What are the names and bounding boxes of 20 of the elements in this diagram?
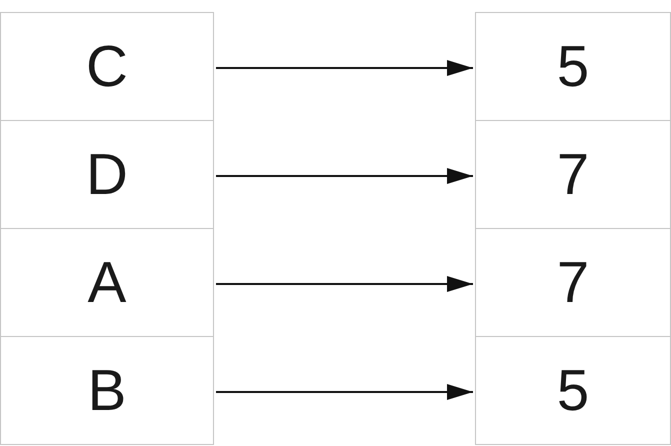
cell-text: D (86, 141, 128, 208)
table-cell (475, 120, 671, 229)
table-cell (0, 228, 214, 337)
cell-text: B (88, 357, 126, 424)
cell-text: 5 (556, 357, 590, 424)
table-cell (475, 336, 671, 445)
cell-text: 7 (556, 141, 590, 208)
cell-text: 5 (556, 33, 590, 100)
table-cell (475, 228, 671, 337)
arrow (216, 384, 473, 400)
cell-text: 7 (556, 249, 590, 316)
arrow (216, 276, 473, 292)
arrow (216, 168, 473, 184)
table-cell (0, 120, 214, 229)
table-cell (0, 12, 214, 121)
cell-text: C (86, 33, 128, 100)
cell-text: A (88, 249, 126, 316)
arrow (216, 60, 473, 76)
table-cell (0, 336, 214, 445)
table-cell (475, 12, 671, 121)
